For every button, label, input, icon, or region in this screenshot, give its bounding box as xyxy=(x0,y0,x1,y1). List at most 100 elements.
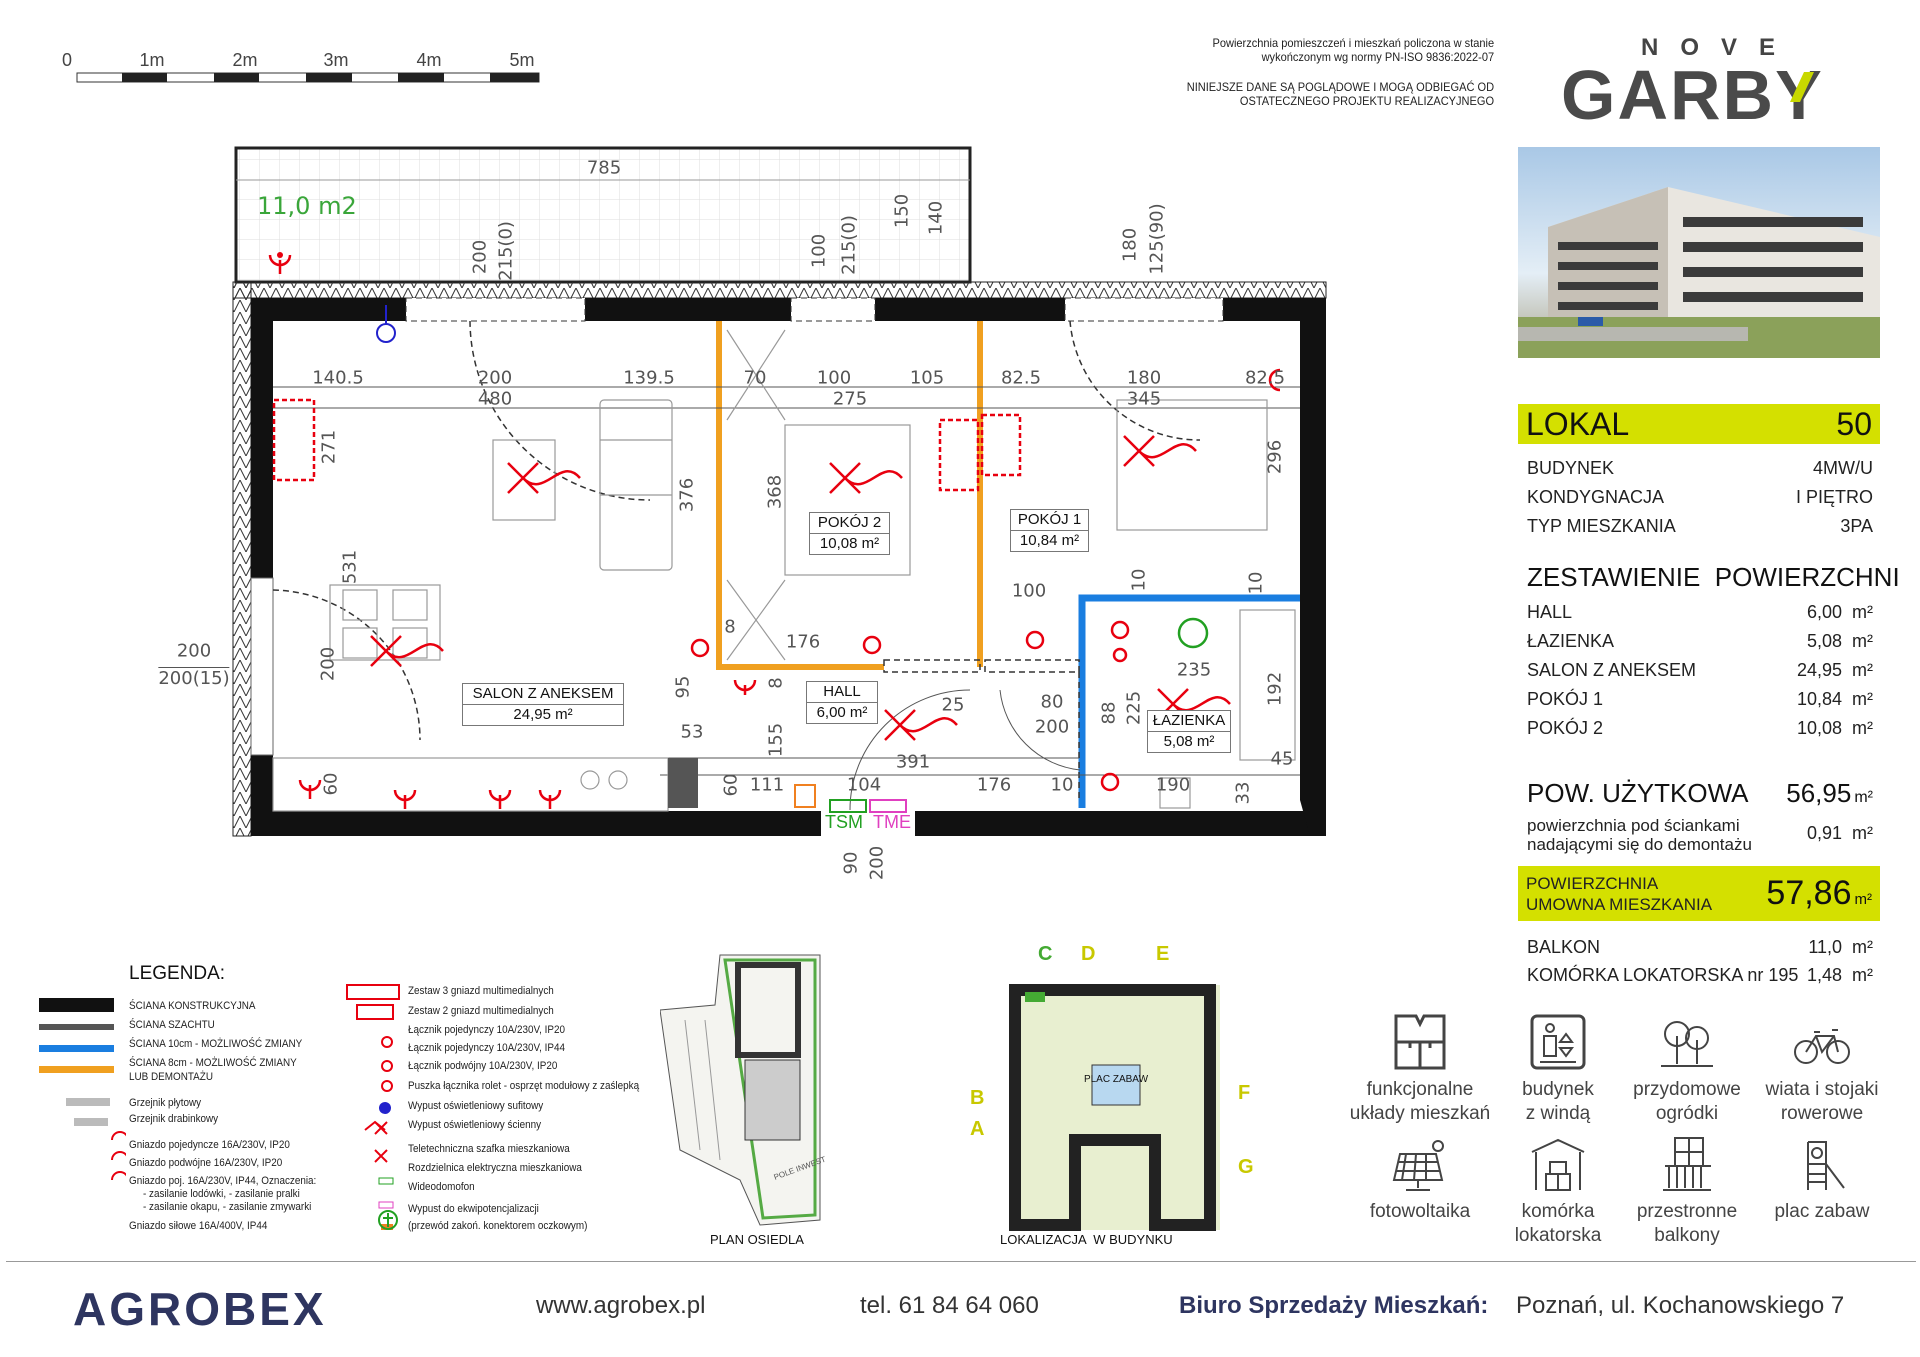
legend-item: Wypust oświetleniowy ścienny xyxy=(408,1119,542,1131)
feature-photovoltaics: fotowoltaika xyxy=(1345,1134,1495,1224)
tsm-label: TSM xyxy=(825,812,863,832)
dimension-label: 200 xyxy=(176,640,212,662)
balcony xyxy=(234,146,972,284)
legend-item: Gniazdo podwójne 16A/230V, IP20 xyxy=(129,1157,283,1169)
feature-playground: plac zabaw xyxy=(1747,1134,1897,1224)
legend-item: Grzejnik drabinkowy xyxy=(129,1113,219,1125)
dimension-label: 82.5 xyxy=(1000,367,1042,389)
room-area: 24,95 m² xyxy=(513,706,573,723)
dimension-label: 140.5 xyxy=(312,367,364,389)
room-name: ŁAZIENKA xyxy=(1148,711,1230,732)
dimension-label: 215(0) xyxy=(838,215,860,275)
dimension-label: 100 xyxy=(816,367,852,389)
legend-item: Wypust do ekwipotencjalizacji xyxy=(408,1203,539,1215)
dimension-label: 80 xyxy=(1040,691,1064,713)
room-name: SALON Z ANEKSEM xyxy=(463,684,623,705)
feature-label: z windą xyxy=(1525,1103,1591,1124)
feature-label: wiata i stojaki xyxy=(1765,1079,1879,1100)
room-area: 10,84 m² xyxy=(1019,532,1080,549)
dimension-label: 376 xyxy=(676,477,698,513)
agrobex-logo: AGROBEX xyxy=(73,1283,327,1335)
info-value: 3PA xyxy=(1840,516,1873,536)
legend-item: Gniazdo pojedyncze 16A/230V, IP20 xyxy=(129,1139,290,1151)
disclaimer-line: OSTATECZNEGO PROJEKTU REALIZACYJNEGO xyxy=(1239,94,1494,108)
dimension-label: 45 xyxy=(1270,748,1294,770)
area-value: 24,95 m² xyxy=(1796,660,1873,680)
legend-item: LUB DEMONTAŻU xyxy=(129,1071,213,1083)
area-label: POKÓJ 2 xyxy=(1527,718,1604,738)
dimension-label: 200 xyxy=(866,845,888,881)
legend-item: Łącznik pojedynczy 10A/230V, IP44 xyxy=(408,1042,566,1054)
dimension-label: 104 xyxy=(846,774,882,796)
contract-label: POWIERZCHNIA xyxy=(1526,874,1659,893)
dimension-label: 60 xyxy=(320,772,342,796)
disclaimer: NINIEJSZE DANE SĄ POGLĄDOWE I MOGĄ ODBIE… xyxy=(1187,80,1494,108)
legend-item: Rozdzielnica elektryczna mieszkaniowa xyxy=(408,1162,582,1174)
area-label: ŁAZIENKA xyxy=(1527,631,1615,651)
floorplan-icon xyxy=(1394,1014,1446,1070)
dimension-label: 200 xyxy=(477,367,513,389)
dimension-label: 190 xyxy=(1155,774,1191,796)
info-label: BUDYNEK xyxy=(1527,458,1615,478)
scale-label: 5m xyxy=(509,50,535,70)
feature-label: fotowoltaika xyxy=(1369,1201,1471,1222)
website-link[interactable]: www.agrobex.pl xyxy=(536,1292,706,1319)
legend-item: ŚCIANA KONSTRUKCYJNA xyxy=(129,1000,256,1012)
lokal-number: 50 xyxy=(1836,406,1872,442)
usable-area-label: POW. UŻYTKOWA xyxy=(1527,778,1749,808)
solar-panel-icon xyxy=(1392,1140,1444,1191)
extra-label: KOMÓRKA LOKATORSKA nr 195 xyxy=(1527,965,1799,985)
legend-item: Teletechniczna szafka mieszkaniowa xyxy=(408,1143,570,1155)
dimension-label: 100 xyxy=(1011,580,1047,602)
area-label: HALL xyxy=(1527,602,1573,622)
legend-electrical-symbols xyxy=(346,984,400,1230)
removable-walls-row: powierzchnia pod ściankami nadającymi si… xyxy=(1527,816,1873,854)
floor-plan-drawing xyxy=(232,146,1327,837)
dimension-label: 275 xyxy=(832,388,868,410)
room-area: 10,08 m² xyxy=(819,535,880,552)
dimension-label: 480 xyxy=(477,388,513,410)
dimension-label: 8 xyxy=(765,677,787,689)
feature-label: lokatorska xyxy=(1514,1225,1602,1246)
area-value: 5,08 m² xyxy=(1806,631,1873,651)
unit: m² xyxy=(1854,891,1873,908)
playground-label: PLAC ZABAW xyxy=(1084,1074,1149,1085)
room-area: 5,08 m² xyxy=(1163,733,1215,750)
dimension-label: 90 xyxy=(840,851,862,875)
stair-marker: A xyxy=(970,1118,985,1140)
site-plan-label: PLAN OSIEDLA xyxy=(710,1232,804,1247)
legend-title: LEGENDA: xyxy=(129,963,226,984)
info-row-building: BUDYNEK 4MW/U xyxy=(1527,458,1873,484)
tme-label: TME xyxy=(873,812,911,832)
stair-marker: D xyxy=(1081,943,1096,965)
dimension-label: 215(0) xyxy=(495,221,517,281)
balcony-area-label: 11,0 m2 xyxy=(257,192,357,220)
scale-label: 1m xyxy=(139,50,165,70)
unit: m² xyxy=(1854,789,1873,806)
building-plan-map: PLAC ZABAW xyxy=(1009,984,1220,1231)
dimension-label: 200 xyxy=(317,646,339,682)
extra-value: 11,0 m² xyxy=(1808,937,1873,957)
scale-label: 4m xyxy=(416,50,442,70)
info-label: KONDYGNACJA xyxy=(1527,487,1665,507)
dimension-label: 8 xyxy=(724,616,736,638)
dimension-label: 200 xyxy=(469,239,491,275)
feature-label: ogródki xyxy=(1655,1103,1719,1124)
feature-label: przestronne xyxy=(1636,1201,1738,1222)
info-value: I PIĘTRO xyxy=(1795,487,1873,507)
dimension-label: 225 xyxy=(1123,690,1145,726)
legend-item: ŚCIANA 8cm - MOŻLIWOŚĆ ZMIANY xyxy=(129,1057,297,1069)
info-value: 4MW/U xyxy=(1813,458,1873,478)
legend-item: Łącznik podwójny 10A/230V, IP20 xyxy=(408,1060,558,1072)
